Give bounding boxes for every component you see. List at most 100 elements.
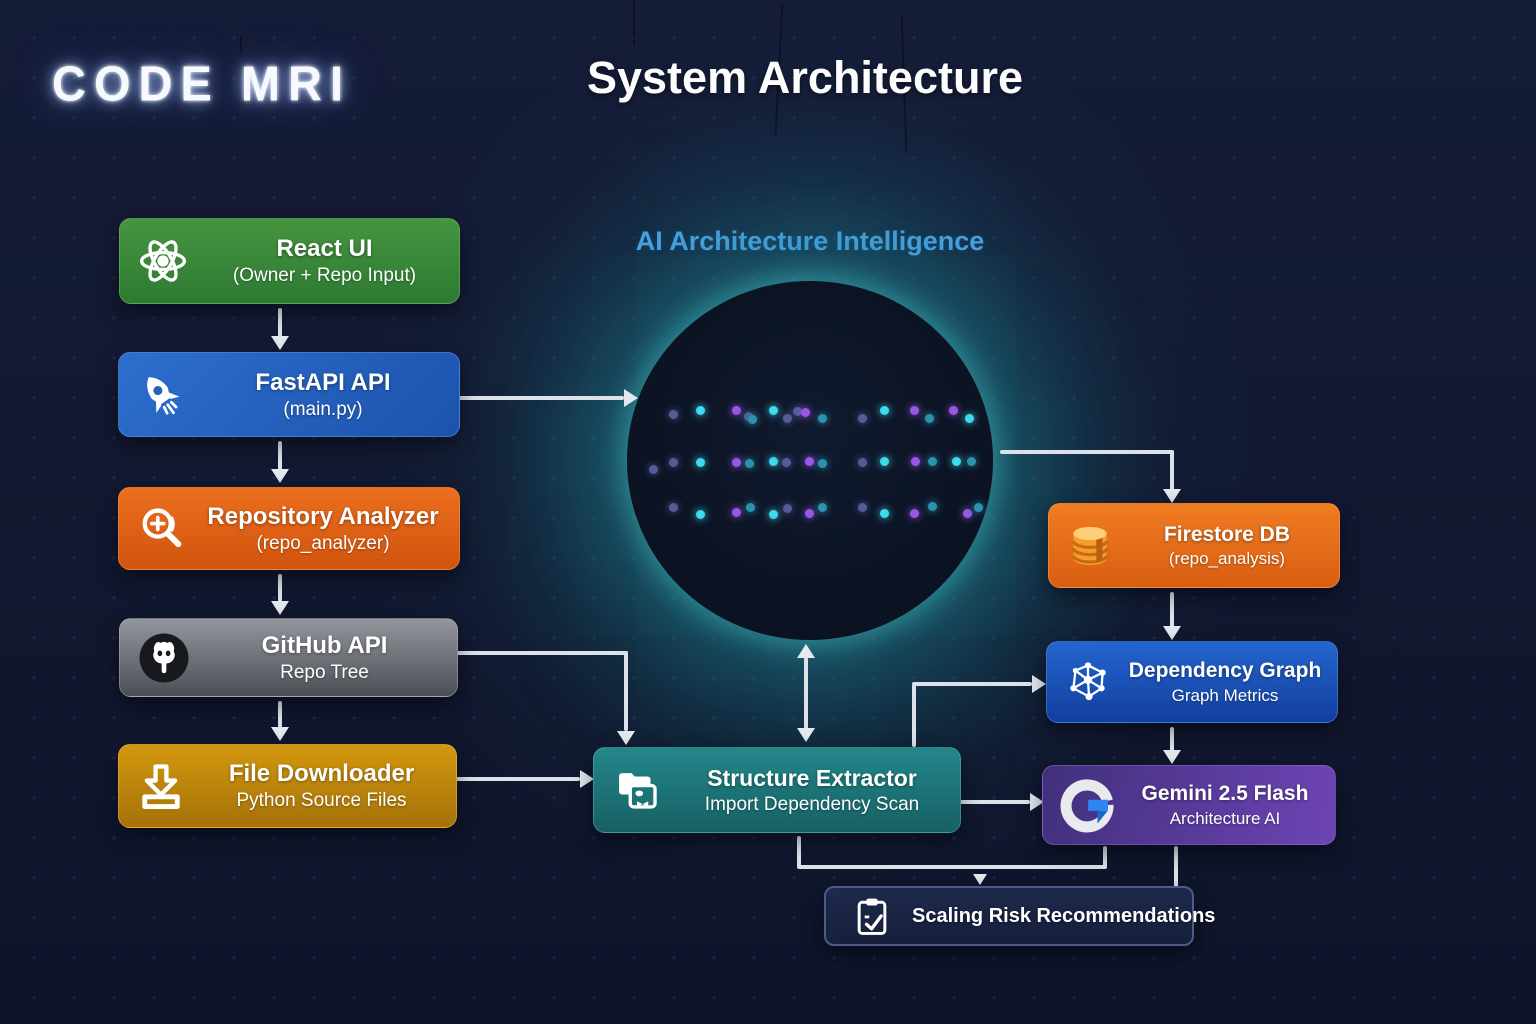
sphere-dot xyxy=(731,507,741,517)
google-g-icon xyxy=(1059,777,1115,833)
arrowhead xyxy=(1163,750,1181,764)
sphere-dot xyxy=(731,457,741,467)
connector-extractor-scaling xyxy=(797,836,801,867)
sphere-dot xyxy=(910,456,920,466)
connector-sphere-firestore xyxy=(1170,450,1174,491)
arrowhead xyxy=(580,770,594,788)
connector-bracket-scaling xyxy=(797,865,1107,869)
sphere-dot xyxy=(817,458,827,468)
node-subtitle: Graph Metrics xyxy=(1171,685,1279,705)
app-logo: CODE MRI xyxy=(52,55,351,112)
sphere-dot xyxy=(695,405,705,415)
folder-scan-icon xyxy=(610,763,664,817)
connector-sphere-firestore xyxy=(1000,450,1174,454)
sphere-dot xyxy=(781,457,791,467)
node-title: File Downloader xyxy=(228,760,415,788)
sphere-dot xyxy=(744,458,754,468)
node-github-api: GitHub API Repo Tree xyxy=(119,618,458,697)
sphere-dot xyxy=(909,405,919,415)
ai-intelligence-label: AI Architecture Intelligence xyxy=(560,226,1060,257)
sphere-dot xyxy=(879,456,889,466)
sphere-dot xyxy=(857,502,867,512)
node-title: Structure Extractor xyxy=(707,764,917,791)
node-subtitle: Python Source Files xyxy=(236,790,407,812)
node-subtitle: (Owner + Repo Input) xyxy=(232,265,417,287)
arrowhead xyxy=(271,601,289,615)
sphere-dot xyxy=(966,456,976,466)
streak xyxy=(633,0,635,46)
database-icon xyxy=(1065,521,1115,571)
node-subtitle: Import Dependency Scan xyxy=(704,793,920,815)
node-title: React UI xyxy=(276,235,373,263)
connector-analyzer-github xyxy=(278,574,282,602)
sphere-dot xyxy=(857,413,867,423)
graph-network-icon xyxy=(1063,657,1113,707)
connector-fastapi-sphere xyxy=(440,396,624,400)
arrowhead xyxy=(617,731,635,745)
connector-github-extractor xyxy=(438,651,628,655)
arrowhead xyxy=(797,644,815,658)
sphere-dot xyxy=(879,508,889,518)
node-fastapi-api: FastAPI API (main.py) xyxy=(118,352,460,437)
connector-github-downloader xyxy=(278,701,282,728)
clipboard-check-icon xyxy=(850,894,894,938)
connector-extractor-gemini xyxy=(938,800,1030,804)
sphere-dot xyxy=(668,409,678,419)
arrowhead xyxy=(973,874,987,885)
sphere-dot xyxy=(768,456,778,466)
sphere-dot xyxy=(948,405,958,415)
node-title: Firestore DB xyxy=(1163,522,1291,546)
sphere-dot xyxy=(857,457,867,467)
node-title: FastAPI API xyxy=(255,368,391,396)
connector-firestore-depgraph xyxy=(1170,592,1174,628)
node-subtitle: (repo_analyzer) xyxy=(256,532,390,554)
sphere-dot xyxy=(973,502,983,512)
node-gemini-flash: Gemini 2.5 Flash Architecture AI xyxy=(1042,765,1336,845)
streak xyxy=(240,36,242,54)
node-title: Dependency Graph xyxy=(1128,659,1322,683)
connector-gemini-bracket xyxy=(1103,846,1107,867)
connector-github-extractor xyxy=(624,651,628,731)
arrowhead xyxy=(1163,489,1181,503)
sphere-dot xyxy=(768,405,778,415)
arrowhead xyxy=(271,336,289,350)
node-subtitle: Architecture AI xyxy=(1169,808,1281,828)
sphere-dot xyxy=(747,414,757,424)
rocket-icon xyxy=(135,369,187,421)
node-react-ui: React UI (Owner + Repo Input) xyxy=(119,218,460,304)
node-subtitle: (main.py) xyxy=(283,398,363,420)
connector-sphere-extractor xyxy=(804,657,808,729)
node-file-downloader: File Downloader Python Source Files xyxy=(118,744,457,828)
sphere-dot xyxy=(909,508,919,518)
sphere-dot xyxy=(668,502,678,512)
sphere-dot xyxy=(745,502,755,512)
ai-sphere xyxy=(627,281,993,640)
connector-fastapi-analyzer xyxy=(278,441,282,470)
node-firestore-db: Firestore DB (repo_analysis) xyxy=(1048,503,1340,588)
node-subtitle: (repo_analysis) xyxy=(1168,549,1286,568)
sphere-dot xyxy=(804,456,814,466)
sphere-dot xyxy=(962,508,972,518)
atom-icon xyxy=(136,234,190,288)
sphere-dot xyxy=(964,413,974,423)
sphere-dot xyxy=(927,501,937,511)
sphere-dot xyxy=(951,456,961,466)
sphere-dot xyxy=(648,464,658,474)
node-subtitle: Repo Tree xyxy=(280,661,369,683)
sphere-dot xyxy=(731,405,741,415)
download-tray-icon xyxy=(135,760,187,812)
sphere-dot xyxy=(817,413,827,423)
node-dependency-graph: Dependency Graph Graph Metrics xyxy=(1046,641,1338,723)
sphere-dot xyxy=(879,405,889,415)
node-title: GitHub API xyxy=(261,631,388,659)
node-repository-analyzer: Repository Analyzer (repo_analyzer) xyxy=(118,487,460,570)
sphere-dot xyxy=(695,509,705,519)
arrowhead xyxy=(1030,793,1044,811)
arrowhead xyxy=(1163,626,1181,640)
sphere-dot xyxy=(768,509,778,519)
arrowhead xyxy=(797,728,815,742)
node-title: Scaling Risk Recommendations xyxy=(912,904,1216,927)
connector-depgraph-gemini xyxy=(1170,727,1174,752)
sphere-dot xyxy=(782,413,792,423)
